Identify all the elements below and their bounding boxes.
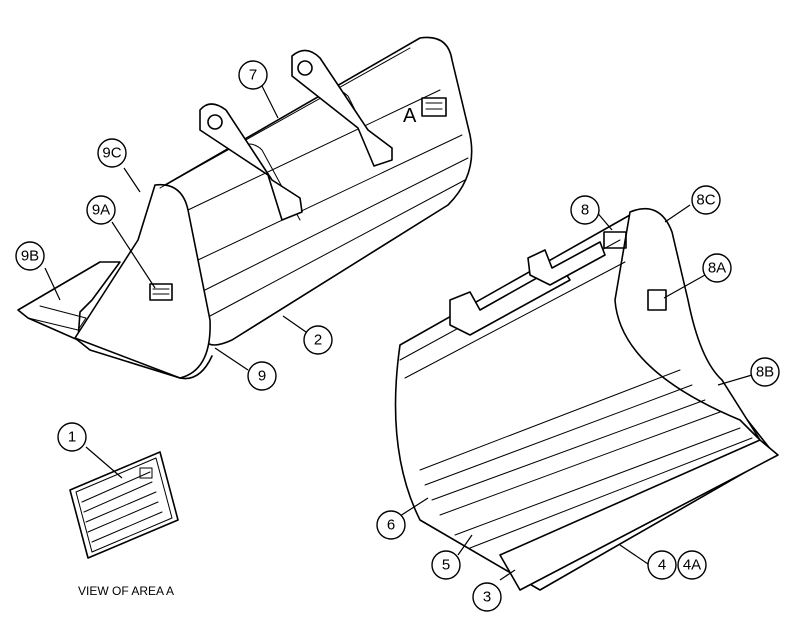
callout-4a: 4A (677, 550, 707, 580)
svg-text:1: 1 (68, 429, 76, 446)
left-bucket-ear-front (199, 103, 303, 221)
callout-7: 7 (238, 60, 268, 90)
callout-9a: 9A (86, 195, 116, 225)
left-bucket-ear-rear (291, 49, 393, 167)
area-label: A (403, 105, 417, 127)
left-bucket: A (17, 36, 473, 380)
svg-text:4: 4 (658, 557, 666, 574)
serial-plate (69, 451, 179, 559)
svg-text:9: 9 (258, 368, 266, 385)
leader-lines (44, 85, 753, 581)
right-bucket-cutting-edge (499, 439, 779, 591)
svg-text:8C: 8C (696, 192, 715, 209)
svg-text:4A: 4A (683, 557, 701, 574)
svg-text:8A: 8A (708, 260, 726, 277)
svg-text:9B: 9B (21, 248, 39, 265)
svg-text:5: 5 (442, 557, 450, 574)
right-bucket-side-plate (614, 207, 761, 441)
svg-text:9C: 9C (102, 145, 121, 162)
callout-4: 4 (647, 550, 677, 580)
callout-8: 8 (570, 195, 600, 225)
right-bucket (394, 207, 779, 591)
svg-text:9A: 9A (92, 202, 110, 219)
callout-9c: 9C (97, 138, 127, 168)
callout-9: 9 (247, 361, 277, 391)
svg-text:2: 2 (314, 332, 322, 349)
left-bucket-logo-decal (421, 97, 447, 117)
callout-3: 3 (472, 582, 502, 612)
callout-5: 5 (431, 550, 461, 580)
left-bucket-side-decal (149, 283, 173, 301)
area-a-detail: VIEW OF AREA A (69, 451, 179, 598)
svg-text:8: 8 (581, 202, 589, 219)
svg-text:6: 6 (387, 517, 395, 534)
right-bucket-side-decal (647, 289, 667, 311)
callout-8c: 8C (691, 185, 721, 215)
left-bucket-floor-plate (17, 261, 121, 341)
svg-text:8B: 8B (756, 364, 774, 381)
left-bucket-back-body (159, 36, 473, 346)
callout-9b: 9B (15, 241, 45, 271)
view-caption: VIEW OF AREA A (78, 584, 174, 598)
svg-text:7: 7 (249, 67, 257, 84)
svg-text:3: 3 (483, 589, 491, 606)
callout-6: 6 (376, 510, 406, 540)
callout-8a: 8A (702, 253, 732, 283)
callout-8b: 8B (750, 357, 780, 387)
callout-1: 1 (57, 422, 87, 452)
right-bucket-pivot-rear (527, 241, 606, 286)
callout-2: 2 (303, 325, 333, 355)
right-bucket-top-decal (603, 231, 627, 249)
